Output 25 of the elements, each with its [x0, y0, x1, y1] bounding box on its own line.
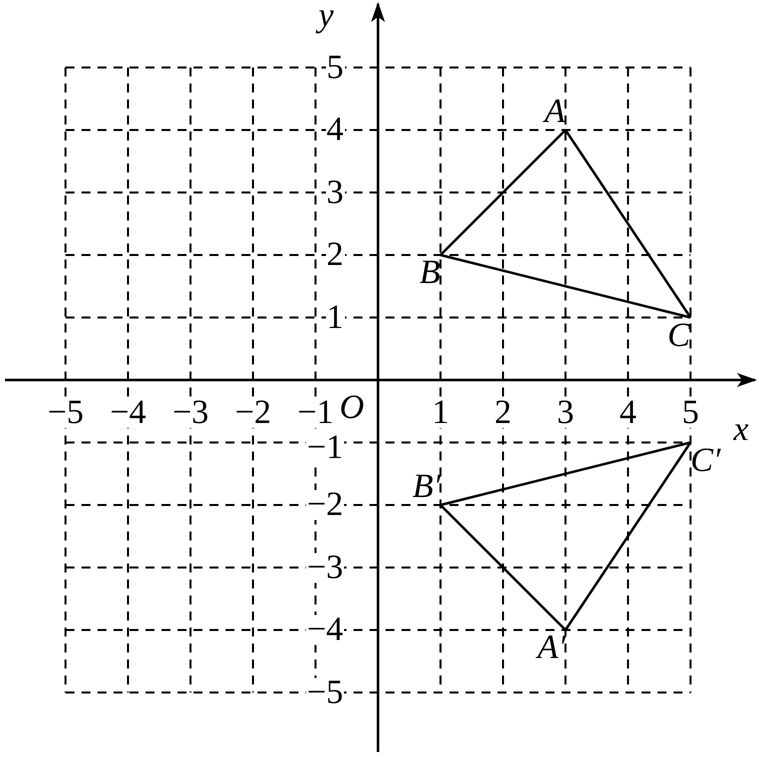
tick-label: −4: [306, 615, 344, 645]
triangle-side: [440, 441, 691, 506]
triangle-side: [440, 254, 691, 319]
vertex-label: C′: [690, 442, 721, 478]
tick-label: −1: [296, 398, 335, 428]
triangle-side: [564, 442, 692, 631]
vertex-label: B′: [412, 469, 441, 505]
tick-label: 3: [556, 398, 575, 428]
tick-label: 5: [681, 398, 700, 428]
tick-label: −3: [306, 552, 344, 582]
tick-label: 2: [494, 398, 512, 428]
vertex-label: A: [544, 94, 566, 130]
tick-label: 4: [618, 398, 638, 428]
vertex-label: C: [668, 318, 690, 354]
tick-label: −4: [109, 398, 148, 428]
triangle-side: [440, 504, 566, 631]
tick-label: −1: [306, 432, 344, 462]
vertex-label: A′: [538, 630, 566, 666]
tick-label: −3: [172, 398, 210, 428]
tick-label: −5: [46, 398, 85, 428]
tick-label: −2: [234, 398, 272, 428]
triangle-side: [564, 129, 692, 318]
vertex-label: B: [420, 255, 440, 291]
triangle-side: [440, 129, 566, 256]
tick-label: −2: [306, 490, 344, 520]
